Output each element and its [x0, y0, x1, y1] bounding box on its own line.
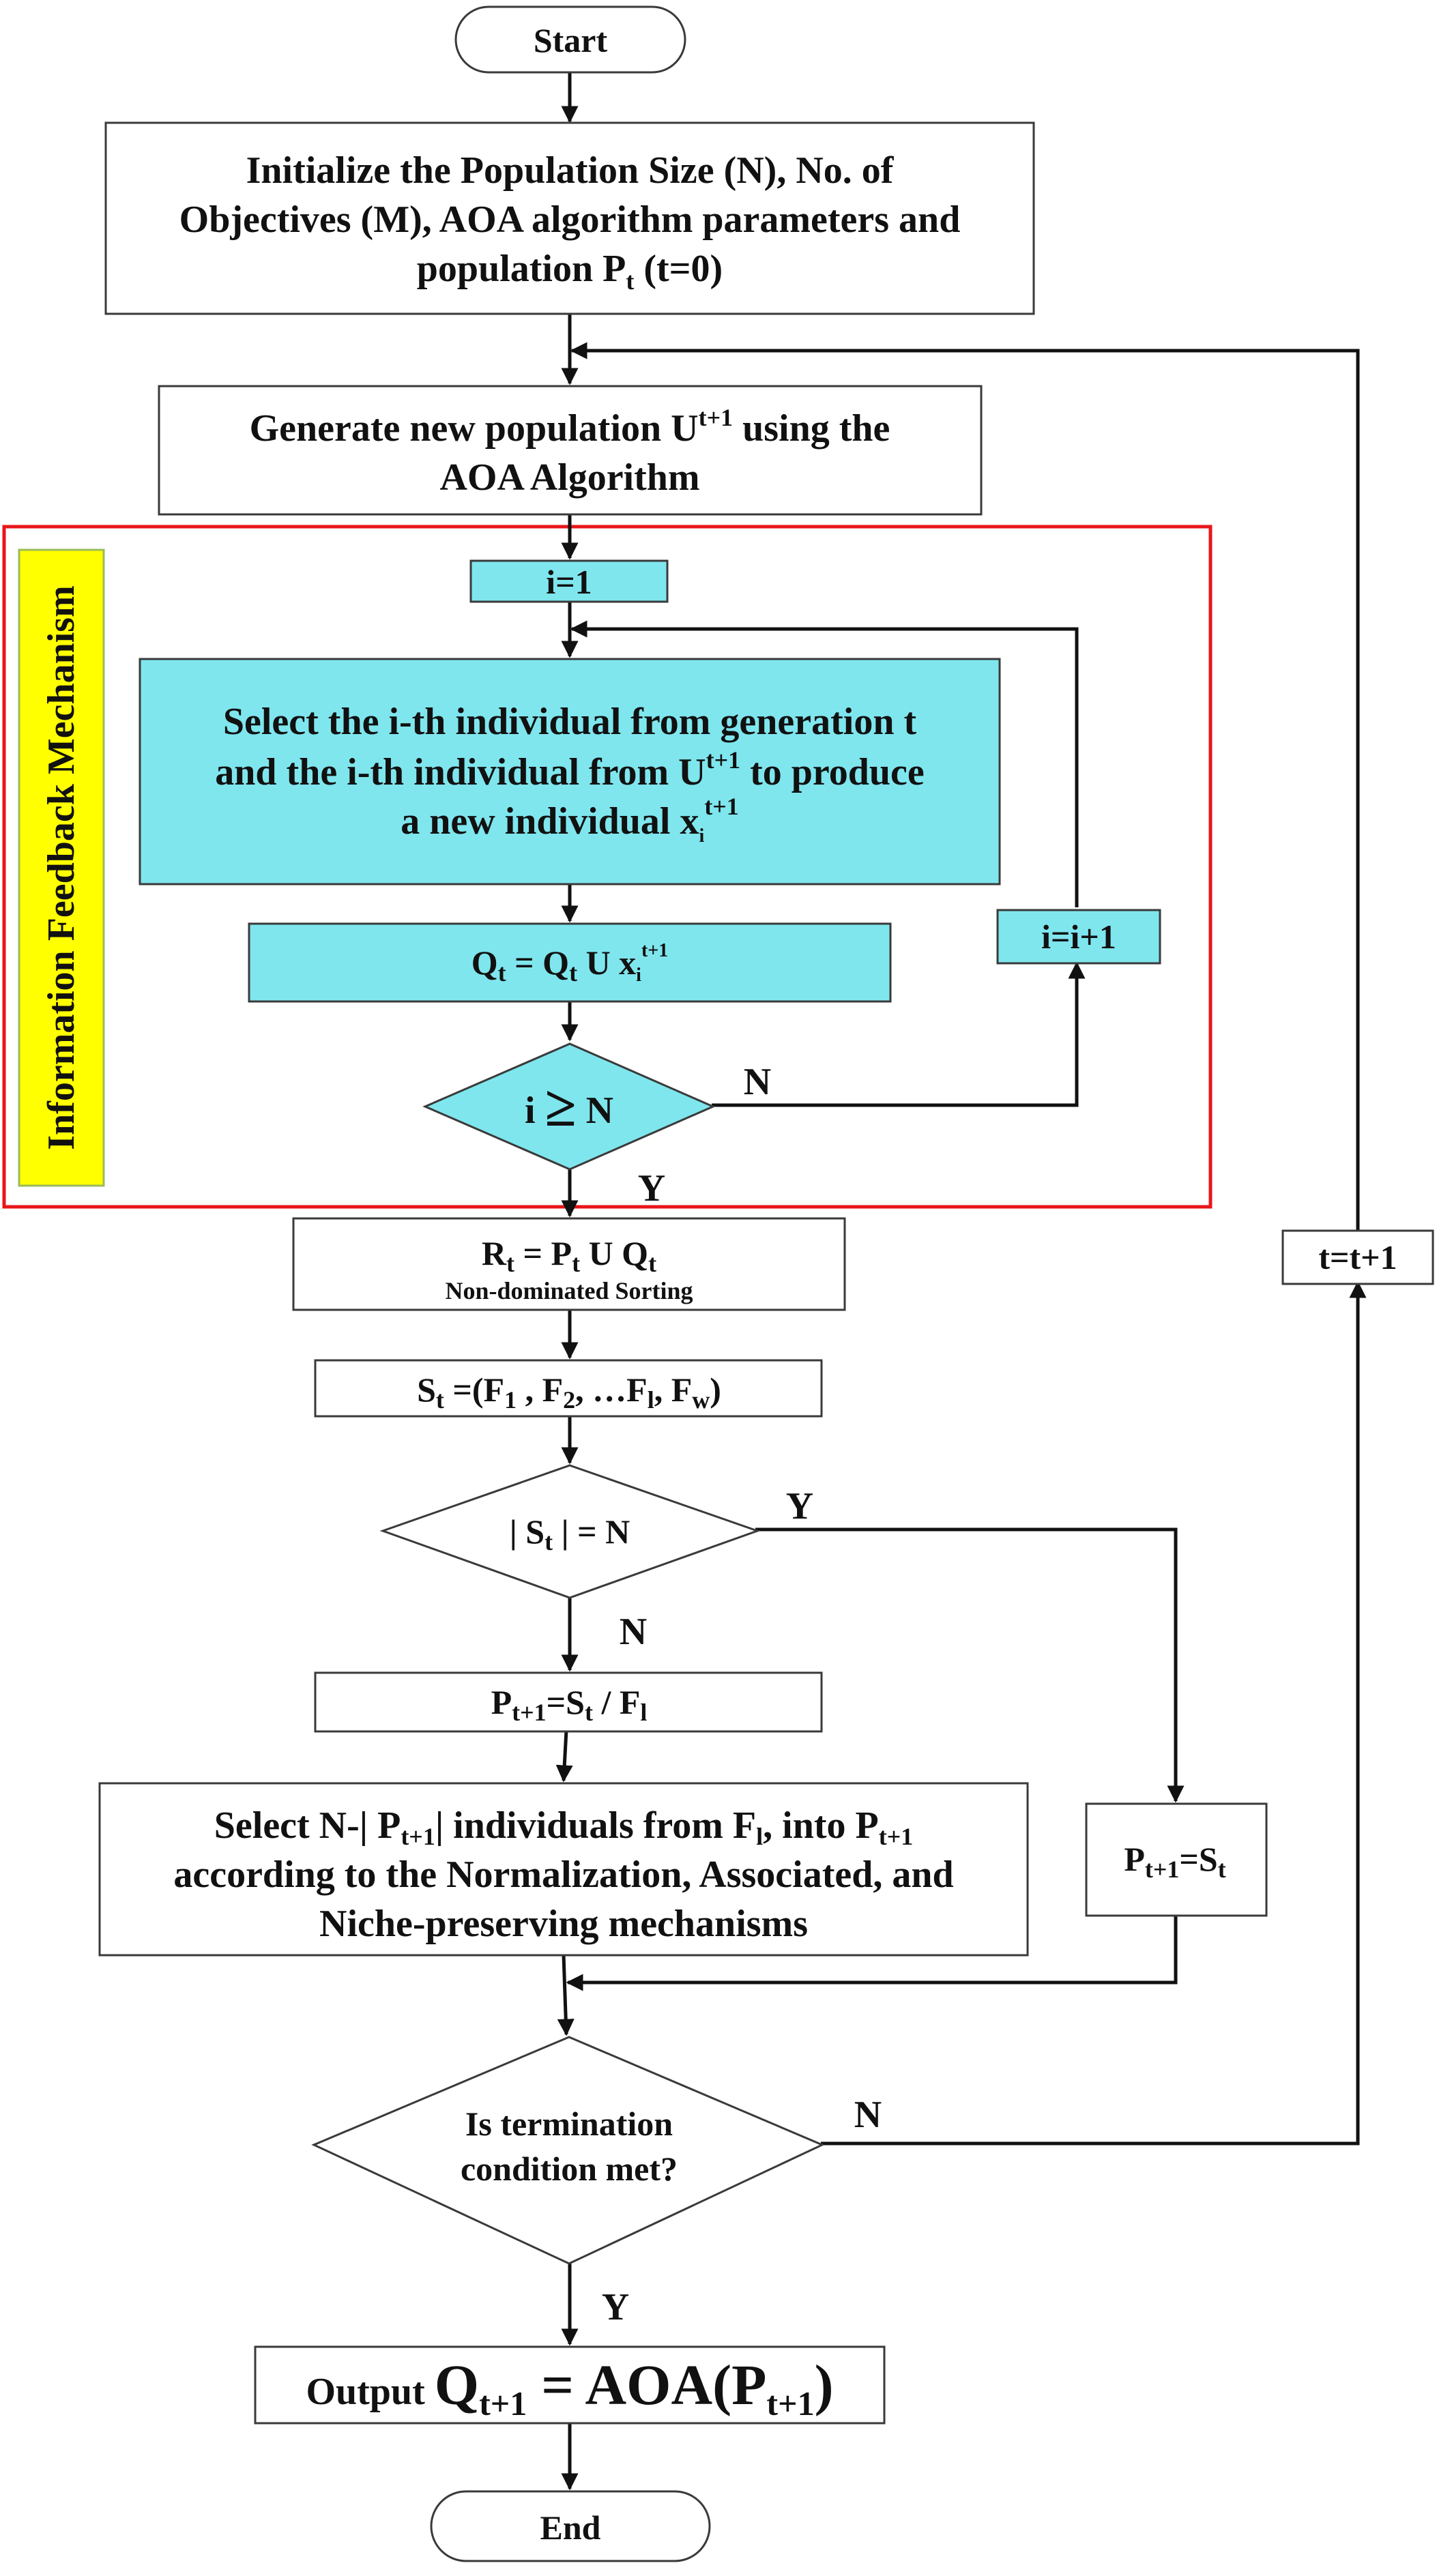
pt-eq-st-node: Pt+1=St — [1085, 1802, 1268, 1917]
i-init-node: i=1 — [469, 559, 669, 603]
label-y-st: Y — [786, 1485, 813, 1527]
output-label: Output Qt+1 = AOA(Pt+1) — [306, 2354, 833, 2423]
initialize-node: Initialize the Population Size (N), No. … — [104, 121, 1035, 315]
connectors — [555, 71, 1367, 2491]
i-inc-label: i=i+1 — [1041, 918, 1116, 956]
decision-st-n: | St | = N — [379, 1464, 761, 1599]
edge-decision-y-pteqst — [755, 1527, 1185, 1803]
st-label: St =(F1 , F2, …Fl, Fw) — [417, 1371, 721, 1414]
decision-i-n-label: i ≥ N — [525, 1075, 613, 1139]
label-n-st: N — [620, 1611, 647, 1653]
feedback-mechanism-label: Information Feedback Mechanism — [40, 585, 83, 1150]
t-inc-node: t=t+1 — [1281, 1229, 1434, 1285]
label-n-term: N — [854, 2094, 882, 2136]
edge-decision-n-iinc — [712, 961, 1086, 1107]
rt-node: Rt = Pt U Qt Non-dominated Sorting — [292, 1217, 846, 1311]
select-individual-node: Select the i-th individual from generati… — [139, 658, 1001, 886]
q-update-node: Qt = Qt U xit+1 — [248, 922, 892, 1003]
i-inc-node: i=i+1 — [996, 909, 1161, 965]
start-label: Start — [534, 21, 608, 59]
start-node: Start — [454, 5, 686, 74]
initialize-line3: population Pt (t=0) — [417, 248, 723, 295]
select-individual-line1: Select the i-th individual from generati… — [223, 701, 917, 743]
pt1-label: Pt+1=St / Fl — [491, 1683, 648, 1726]
rt-subtitle: Non-dominated Sorting — [445, 1277, 693, 1304]
select-individual-line2: and the i-th individual from Ut+1 to pro… — [215, 746, 925, 793]
initialize-line1: Initialize the Population Size (N), No. … — [246, 149, 895, 192]
edge-iinc-loop — [570, 620, 1079, 907]
q-update-label: Qt = Qt U xit+1 — [471, 940, 668, 986]
edge-select-termination — [557, 1955, 575, 2036]
select-individual-line3: a new individual xit+1 — [401, 793, 739, 847]
rt-label: Rt = Pt U Qt — [482, 1234, 656, 1277]
label-y-term: Y — [602, 2286, 629, 2328]
select-n-line1: Select N-| Pt+1| individuals from Fl, in… — [214, 1804, 913, 1850]
edge-tinc-loop — [570, 342, 1360, 1232]
termination-decision: Is termination condition met? — [311, 2036, 825, 2265]
edge-pteqst-merge — [566, 1916, 1178, 1991]
label-y-loop: Y — [638, 1167, 665, 1210]
initialize-line2: Objectives (M), AOA algorithm parameters… — [179, 199, 961, 241]
st-node: St =(F1 , F2, …Fl, Fw) — [314, 1359, 823, 1418]
pt-eq-st-label: Pt+1=St — [1124, 1840, 1225, 1883]
pt1-node: Pt+1=St / Fl — [314, 1671, 823, 1733]
termination-line2: condition met? — [461, 2150, 678, 2188]
i-init-label: i=1 — [546, 563, 592, 601]
select-n-line2: according to the Normalization, Associat… — [173, 1854, 953, 1896]
select-n-line3: Niche-preserving mechanisms — [319, 1903, 808, 1945]
termination-line1: Is termination — [465, 2105, 673, 2143]
edge-termination-n-tinc — [821, 1280, 1367, 2146]
feedback-mechanism-label-box — [18, 548, 105, 1187]
generate-line1: Generate new population Ut+1 using the — [250, 404, 890, 450]
end-node: End — [430, 2490, 711, 2562]
t-inc-label: t=t+1 — [1318, 1238, 1397, 1276]
feedback-mechanism-frame — [2, 525, 1213, 1209]
output-node: Output Qt+1 = AOA(Pt+1) — [254, 2345, 886, 2425]
label-n-loop: N — [744, 1061, 771, 1103]
edge-pt1-select — [555, 1729, 573, 1783]
generate-line2: AOA Algorithm — [439, 456, 699, 499]
end-label: End — [540, 2508, 601, 2547]
select-n-node: Select N-| Pt+1| individuals from Fl, in… — [98, 1782, 1029, 1957]
decision-i-n: i ≥ N — [422, 1042, 716, 1171]
decision-st-n-label: | St | = N — [510, 1512, 630, 1555]
generate-node: Generate new population Ut+1 using the A… — [158, 385, 983, 516]
